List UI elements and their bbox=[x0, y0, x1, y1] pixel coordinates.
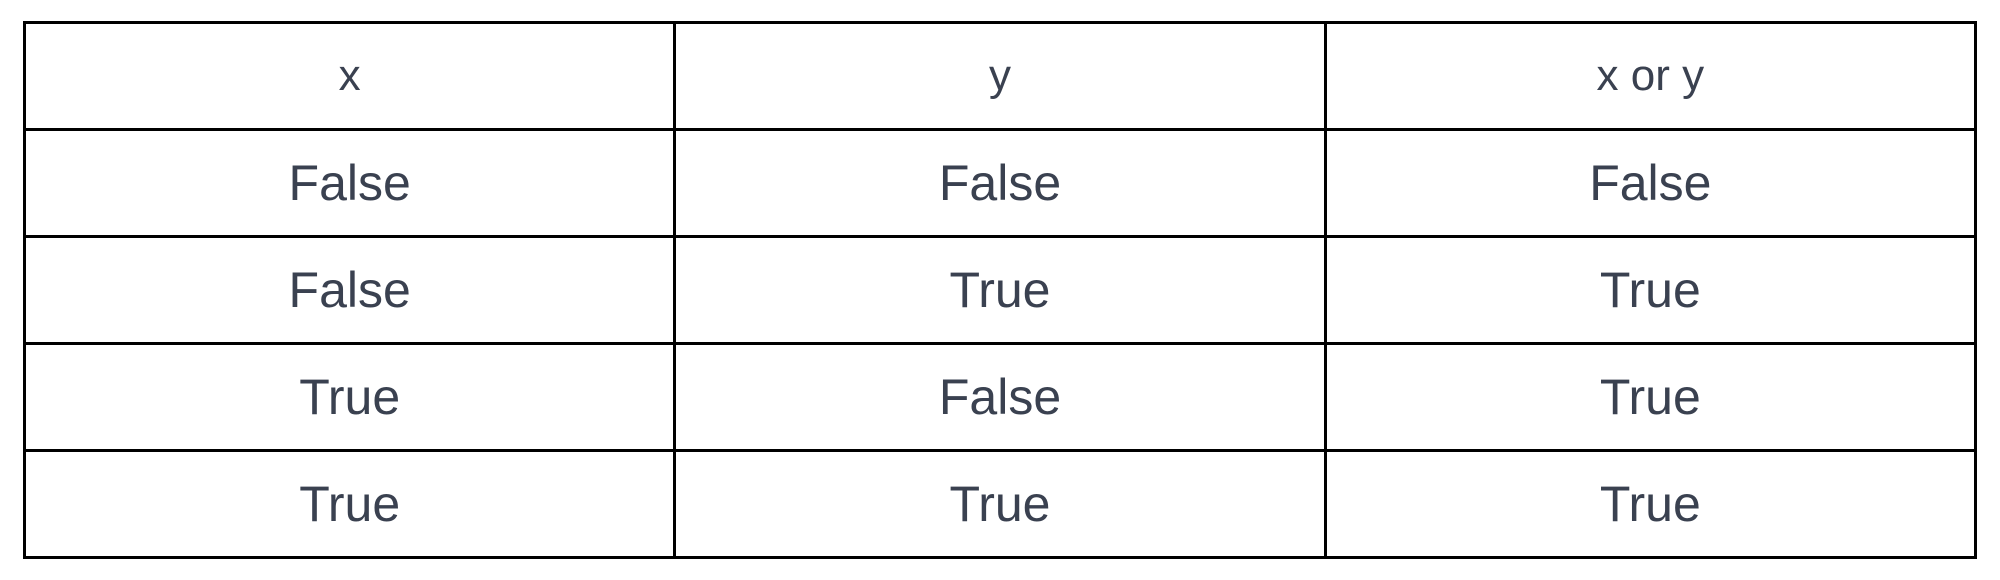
cell-x-or-y: False bbox=[1323, 128, 1978, 238]
cell-x: False bbox=[22, 128, 677, 238]
table-row: True False True bbox=[22, 342, 1978, 452]
header-row: x y x or y bbox=[22, 21, 1978, 131]
cell-y: True bbox=[673, 235, 1327, 345]
header-y: y bbox=[673, 21, 1327, 131]
table-row: True True True bbox=[22, 449, 1978, 559]
header-x-or-y: x or y bbox=[1323, 21, 1978, 131]
cell-y: False bbox=[673, 128, 1327, 238]
cell-y: False bbox=[673, 342, 1327, 452]
truth-table: x y x or y False False False False True … bbox=[22, 21, 1978, 559]
cell-x-or-y: True bbox=[1323, 235, 1978, 345]
cell-x: True bbox=[22, 342, 677, 452]
table-row: False True True bbox=[22, 235, 1978, 345]
table-body: False False False False True True True F… bbox=[22, 128, 1978, 559]
cell-x-or-y: True bbox=[1323, 449, 1978, 559]
truth-table-container: x y x or y False False False False True … bbox=[22, 21, 1978, 559]
cell-x-or-y: True bbox=[1323, 342, 1978, 452]
cell-y: True bbox=[673, 449, 1327, 559]
table-row: False False False bbox=[22, 128, 1978, 238]
header-x: x bbox=[22, 21, 677, 131]
cell-x: False bbox=[22, 235, 677, 345]
cell-x: True bbox=[22, 449, 677, 559]
table-header: x y x or y bbox=[22, 21, 1978, 131]
